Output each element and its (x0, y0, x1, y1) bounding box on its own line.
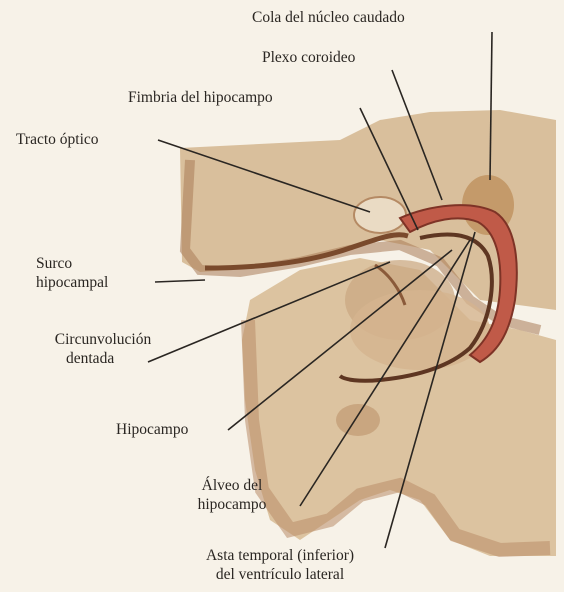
label-asta-temporal: Asta temporal (inferior) del ventrículo … (160, 546, 400, 584)
hippocampus-body (350, 290, 490, 370)
label-asta-line1: Asta temporal (inferior) (160, 546, 400, 565)
label-cola-nucleo-caudado: Cola del núcleo caudado (252, 8, 405, 27)
label-surco-line1: Surco (26, 254, 136, 273)
label-alveo-line2: hipocampo (172, 495, 292, 514)
label-surco-hipocampal: Surco hipocampal (26, 254, 136, 292)
label-alveo-line1: Álveo del (172, 476, 292, 495)
label-circunvolucion-line1: Circunvolución (38, 330, 168, 349)
label-asta-line2: del ventrículo lateral (160, 565, 400, 584)
leader-surco (155, 280, 205, 282)
label-plexo-coroideo: Plexo coroideo (262, 48, 355, 67)
lower-patch (336, 404, 380, 436)
label-surco-line2: hipocampal (26, 273, 136, 292)
label-circunvolucion-line2: dentada (38, 349, 168, 368)
label-hipocampo: Hipocampo (116, 420, 188, 439)
label-alveo-hipocampo: Álveo del hipocampo (172, 476, 292, 514)
optic-tract-patch (354, 197, 406, 233)
label-fimbria-hipocampo: Fimbria del hipocampo (128, 88, 273, 107)
label-circunvolucion-dentada: Circunvolución dentada (38, 330, 168, 368)
label-tracto-optico: Tracto óptico (16, 130, 99, 149)
